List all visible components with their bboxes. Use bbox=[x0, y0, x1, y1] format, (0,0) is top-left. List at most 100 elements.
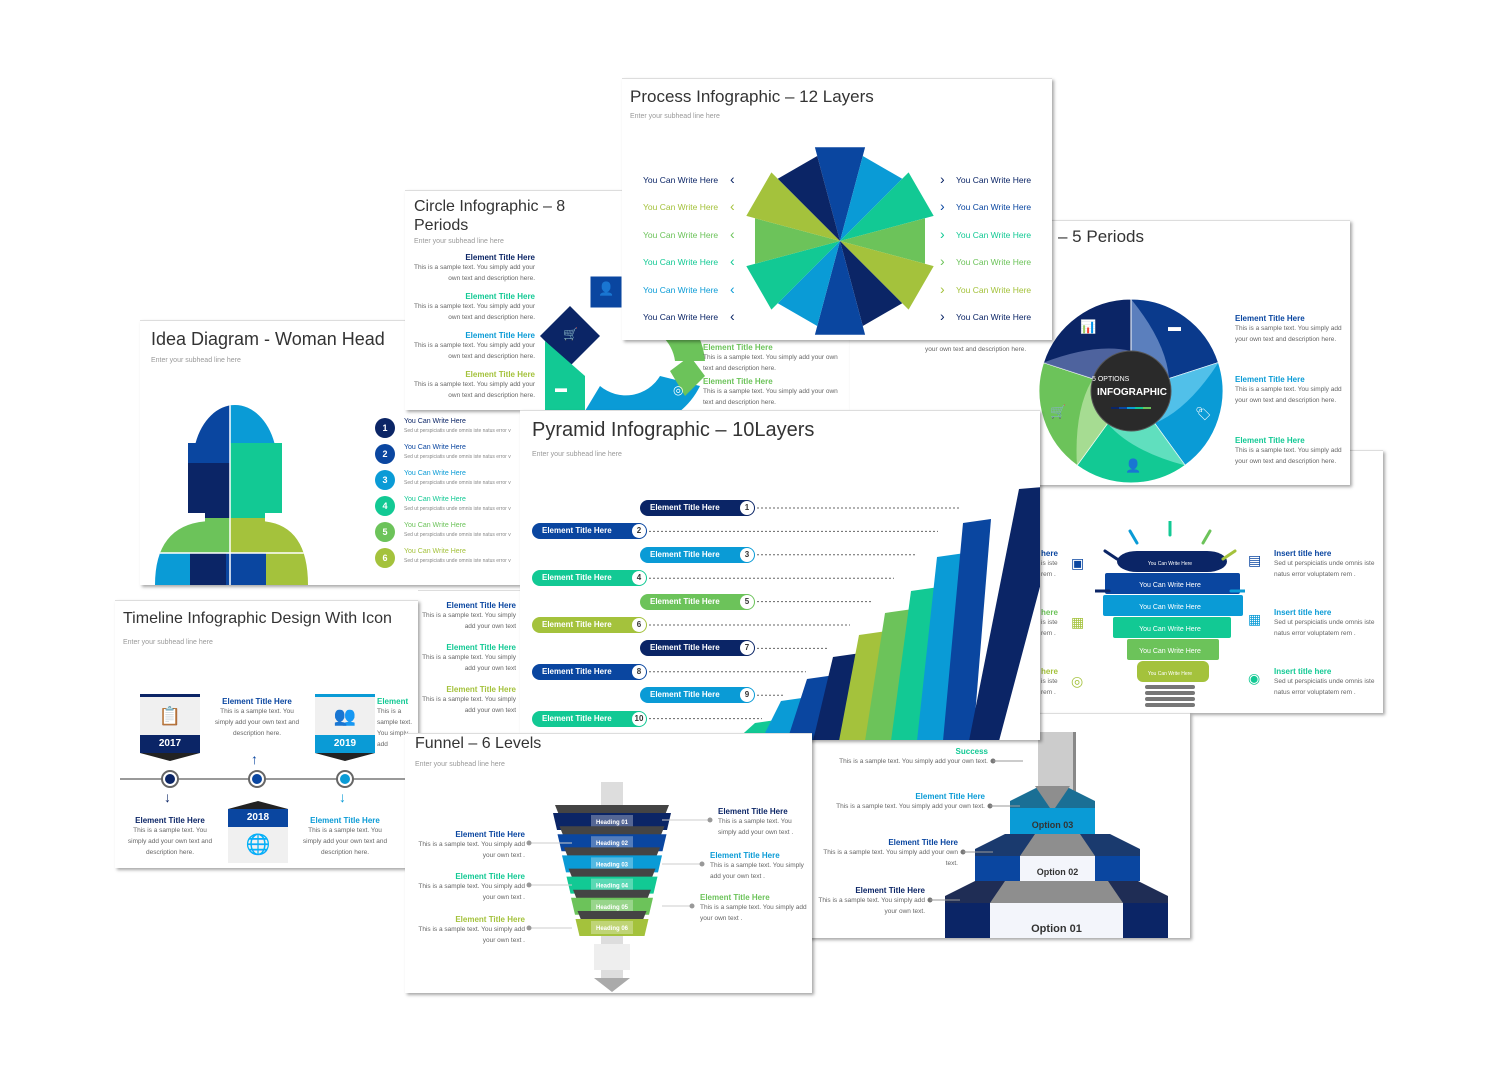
funnel-back-layer bbox=[568, 868, 656, 879]
user-icon: 👤 bbox=[598, 281, 615, 296]
tag-icon: 🏷 bbox=[1195, 406, 1212, 421]
chevron-left-icon: ‹ bbox=[730, 308, 735, 324]
pill-number: 3 bbox=[740, 547, 754, 562]
number-badge: 3 bbox=[375, 470, 395, 490]
chevron-right-icon: › bbox=[940, 308, 945, 324]
team-icon: 👥 bbox=[315, 697, 375, 735]
block-title: Element Title Here bbox=[465, 370, 535, 379]
pyramid-bar bbox=[917, 553, 965, 740]
list-item-label: You Can Write Here bbox=[404, 444, 466, 451]
block-text: This is a sample text. You simply add yo… bbox=[839, 758, 988, 765]
pill-label: Element Title Here bbox=[542, 526, 612, 536]
stair-tread bbox=[1035, 786, 1070, 808]
process-item-left[interactable]: You Can Write Here bbox=[643, 175, 719, 185]
process-item-left[interactable]: You Can Write Here bbox=[643, 229, 719, 240]
woman-head-graphic bbox=[155, 405, 308, 585]
card-icon: ▬ bbox=[1168, 319, 1181, 334]
timeline-node-dot bbox=[252, 774, 262, 784]
list-item-text: Sed ut perspiciatis unde omnis iste natu… bbox=[404, 558, 511, 564]
process-item-right[interactable]: You Can Write Here bbox=[956, 257, 1032, 268]
block-title: Element Title Here bbox=[455, 830, 525, 839]
block-title: Success bbox=[955, 747, 988, 756]
bulb-base bbox=[1145, 703, 1195, 707]
chevron-right-icon: › bbox=[940, 171, 945, 187]
pie-layer bbox=[746, 172, 840, 241]
funnel-heading: Heading 03 bbox=[596, 862, 629, 868]
user-icon: 👤 bbox=[1125, 458, 1142, 473]
block-text: This is a sample text. You simply add yo… bbox=[413, 264, 535, 282]
process-item-right[interactable]: You Can Write Here bbox=[956, 202, 1032, 213]
process-item-left[interactable]: You Can Write Here bbox=[643, 312, 719, 322]
process-item-left[interactable]: You Can Write Here bbox=[643, 202, 719, 213]
chevron-left-icon: ‹ bbox=[730, 225, 735, 242]
list-item-text: Sed ut perspiciatis unde omnis iste natu… bbox=[404, 506, 511, 512]
funnel-arrow bbox=[594, 978, 630, 992]
funnel-back-layer bbox=[577, 911, 647, 921]
block-text: This is a sample text. You simply add yo… bbox=[413, 381, 535, 399]
pyramid-bars bbox=[649, 487, 1040, 740]
block-title: Element Title Here bbox=[710, 851, 780, 860]
block-text: This is a sample text. You simply add yo… bbox=[703, 354, 838, 372]
year-box-top bbox=[140, 694, 200, 697]
funnel-back-layer bbox=[564, 847, 660, 858]
pill-number: 6 bbox=[632, 618, 646, 632]
slide-funnel-6-levels[interactable]: Funnel – 6 Levels Enter your subhead lin… bbox=[405, 733, 812, 993]
slide-pyramid-10-layers[interactable]: Pyramid Infographic – 10Layers Enter you… bbox=[520, 410, 1040, 740]
bulb-layer bbox=[1113, 617, 1231, 638]
chevron-right-icon: › bbox=[940, 225, 945, 242]
process-item-right[interactable]: You Can Write Here bbox=[956, 229, 1032, 240]
center-bar bbox=[1119, 407, 1127, 409]
number-badge: 2 bbox=[375, 444, 395, 464]
pie-layer bbox=[754, 218, 840, 264]
heading-box bbox=[591, 921, 633, 934]
process-item-right[interactable]: You Can Write Here bbox=[956, 175, 1032, 185]
twelve-layer-pie bbox=[746, 147, 934, 335]
process-item-right[interactable]: You Can Write Here bbox=[956, 312, 1032, 322]
list-item-label: You Can Write Here bbox=[404, 548, 466, 555]
block-title: Element Title Here bbox=[222, 697, 292, 706]
pyramid-bar bbox=[891, 587, 939, 740]
process-item-left[interactable]: You Can Write Here bbox=[643, 257, 719, 268]
pyramid-bar bbox=[943, 519, 991, 740]
pie-layer bbox=[777, 241, 840, 327]
center-bar bbox=[1111, 407, 1119, 409]
heading-box bbox=[591, 878, 633, 892]
process-item-left[interactable]: You Can Write Here bbox=[643, 284, 719, 295]
slide-title: Pyramid Infographic – 10Layers bbox=[532, 419, 815, 441]
year-pointer bbox=[140, 753, 200, 761]
center-label-top: 5 OPTIONS bbox=[1092, 376, 1130, 383]
chevron-left-icon: ‹ bbox=[730, 198, 735, 215]
block-text: This is a sample text. You simply add yo… bbox=[1235, 386, 1342, 404]
slide-process-12-layers[interactable]: Process Infographic – 12 Layers Enter yo… bbox=[622, 78, 1052, 340]
arrow-down-icon: ↓ bbox=[339, 789, 346, 805]
block-text: This is a sample text. You simply add yo… bbox=[422, 696, 516, 714]
block-text: This is a sample text. You simply add yo… bbox=[700, 904, 807, 922]
light-ray bbox=[1128, 529, 1139, 545]
process-item-right[interactable]: You Can Write Here bbox=[956, 284, 1032, 295]
bulb-layer bbox=[1127, 639, 1219, 660]
coins-icon: ◉ bbox=[1248, 670, 1261, 686]
slide-timeline[interactable]: Timeline Infographic Design With Icon En… bbox=[115, 600, 418, 868]
